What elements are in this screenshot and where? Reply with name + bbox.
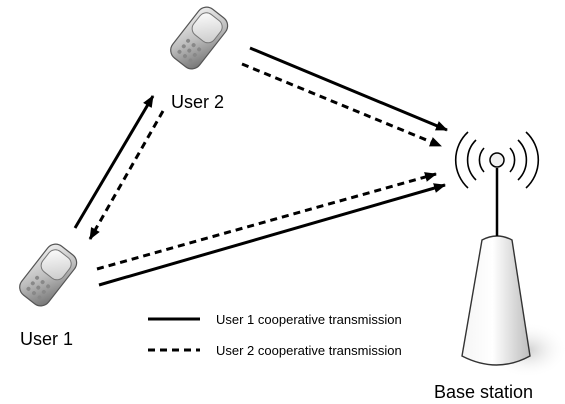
legend-solid-label: User 1 cooperative transmission xyxy=(216,312,402,327)
signal-waves-icon xyxy=(454,131,540,189)
user2-phone-icon xyxy=(170,6,229,70)
base-station-label: Base station xyxy=(434,382,533,402)
arrow-user1-to-base-solid xyxy=(98,183,446,287)
user2-label: User 2 xyxy=(171,92,224,112)
arrow-user2-to-base-dashed xyxy=(241,62,442,148)
user1-label: User 1 xyxy=(20,329,73,349)
antenna-tip xyxy=(489,152,505,168)
tower-body xyxy=(461,235,531,366)
arrow-user1-to-base-dashed xyxy=(96,172,437,271)
legend: User 1 cooperative transmission User 2 c… xyxy=(148,312,402,358)
user1-phone-icon xyxy=(19,243,78,307)
arrow-user2-to-base-solid xyxy=(249,46,448,132)
arrow-user1-to-user2-solid xyxy=(73,95,155,229)
legend-dashed-label: User 2 cooperative transmission xyxy=(216,343,402,358)
base-station-icon xyxy=(454,131,565,378)
arrow-user2-to-user1-dashed xyxy=(88,110,165,240)
